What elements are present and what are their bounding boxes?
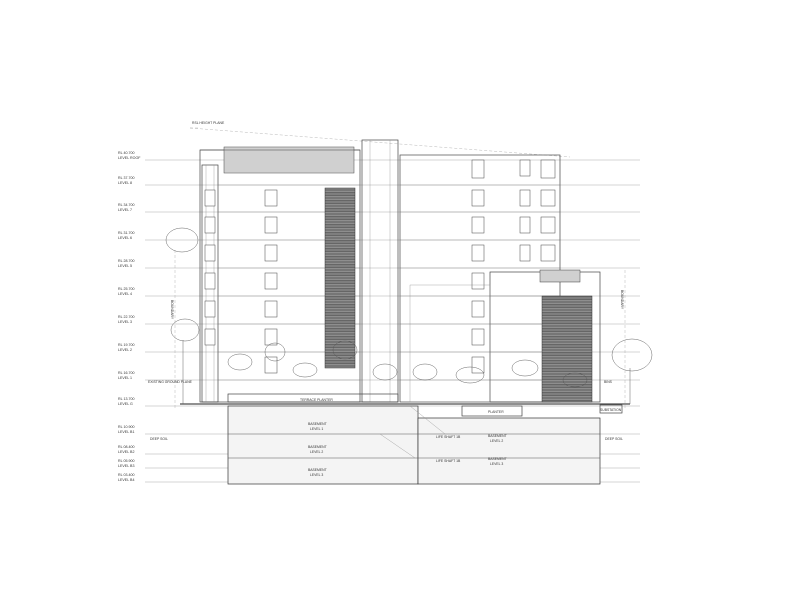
level-name: LEVEL 8 bbox=[118, 181, 132, 185]
bins-label: BINS bbox=[604, 380, 613, 384]
terrace-planter-label: TERRACE PLANTER bbox=[300, 398, 333, 402]
level-rl: RL 05.900 bbox=[118, 459, 134, 463]
basement-line2: LEVEL 2 bbox=[490, 439, 503, 443]
basement-label-1: BASEMENT LEVEL 1 bbox=[308, 422, 327, 431]
basement-label-3: BASEMENT LEVEL 3 bbox=[308, 468, 327, 477]
level-rl: RL 13.700 bbox=[118, 397, 134, 401]
level-name: LEVEL 7 bbox=[118, 208, 132, 212]
level-name: LEVEL B1 bbox=[118, 430, 134, 434]
level-name: LEVEL 1 bbox=[118, 376, 132, 380]
level-5: RL 28.700 LEVEL 5 bbox=[118, 259, 640, 269]
deep-soil-right-label: DEEP SOIL bbox=[605, 437, 623, 441]
central-core bbox=[361, 139, 399, 403]
level-rl: RL 22.700 bbox=[118, 315, 134, 319]
basement-label-2: BASEMENT LEVEL 2 bbox=[308, 445, 327, 454]
level-name: LEVEL B3 bbox=[118, 464, 134, 468]
sub-station-label: SUBSTATION bbox=[600, 408, 622, 412]
right-roof-plant bbox=[539, 269, 581, 283]
level-name: LEVEL 2 bbox=[118, 348, 132, 352]
level-8: RL 37.700 LEVEL 8 bbox=[118, 176, 640, 186]
shaft-label: LIFE SHAFT 1B bbox=[436, 435, 461, 439]
level-rl: RL 25.700 bbox=[118, 287, 134, 291]
height-plane: RSL HEIGHT PLANE bbox=[189, 121, 571, 158]
level-rl: RL 37.700 bbox=[118, 176, 134, 180]
basement-label-5: BASEMENT LEVEL 3 bbox=[488, 457, 507, 466]
basement-line1: BASEMENT bbox=[488, 457, 507, 461]
level-name: LEVEL B2 bbox=[118, 450, 134, 454]
right-tower-windows bbox=[471, 159, 556, 374]
basement: BASEMENT LEVEL 1 BASEMENT LEVEL 2 BASEME… bbox=[150, 405, 623, 485]
level-rl: RL 34.700 bbox=[118, 203, 134, 207]
level-name: LEVEL ROOF bbox=[118, 156, 141, 160]
level-name: LEVEL G bbox=[118, 402, 133, 406]
left-tower bbox=[199, 146, 361, 403]
level-rl: RL 31.700 bbox=[118, 231, 134, 235]
tree-left bbox=[165, 227, 200, 404]
level-6: RL 31.700 LEVEL 6 bbox=[118, 231, 640, 241]
basement-line1: BASEMENT bbox=[308, 422, 327, 426]
deep-soil-left-label: DEEP SOIL bbox=[150, 437, 168, 441]
shaft-label: LIFE SHAFT 1B bbox=[436, 459, 461, 463]
level-name: LEVEL 5 bbox=[118, 264, 132, 268]
basement-line1: BASEMENT bbox=[308, 468, 327, 472]
rooftop-plant-screen bbox=[223, 146, 355, 174]
left-louvre-panel bbox=[324, 187, 356, 369]
tree-right bbox=[611, 338, 653, 404]
basement-label-4: BASEMENT LEVEL 2 bbox=[488, 434, 507, 443]
level-7: RL 34.700 LEVEL 7 bbox=[118, 203, 640, 213]
right-louvre-panel bbox=[541, 295, 593, 403]
planter-label: PLANTER bbox=[488, 410, 504, 414]
podium-planting bbox=[227, 340, 588, 388]
boundary-left: BOUNDARY bbox=[170, 250, 176, 410]
level-rl: RL 16.700 bbox=[118, 371, 134, 375]
existing-ground-label: EXISTING GROUND PLANE bbox=[148, 380, 193, 384]
level-rl: RL 03.400 bbox=[118, 473, 134, 477]
boundary-left-label: BOUNDARY bbox=[170, 300, 174, 320]
level-rl: RL 19.700 bbox=[118, 343, 134, 347]
basement-line2: LEVEL 1 bbox=[310, 427, 323, 431]
level-rl: RL 10.900 bbox=[118, 425, 134, 429]
level-rl: RL 28.700 bbox=[118, 259, 134, 263]
level-4: RL 25.700 LEVEL 4 bbox=[118, 287, 640, 297]
basement-line1: BASEMENT bbox=[308, 445, 327, 449]
right-tower bbox=[399, 154, 601, 403]
basement-line2: LEVEL 3 bbox=[490, 462, 503, 466]
level-name: LEVEL 6 bbox=[118, 236, 132, 240]
basement-line2: LEVEL 2 bbox=[310, 450, 323, 454]
level-rl: RL 08.400 bbox=[118, 445, 134, 449]
boundary-right-label: BOUNDARY bbox=[620, 290, 624, 310]
basement-line1: BASEMENT bbox=[488, 434, 507, 438]
level-name: LEVEL 3 bbox=[118, 320, 132, 324]
ground-podium: TERRACE PLANTER PLANTER SUBSTATION BINS … bbox=[148, 380, 630, 417]
basement-line2: LEVEL 3 bbox=[310, 473, 323, 477]
level-roof: RL 40.700 LEVEL ROOF bbox=[118, 151, 640, 161]
left-tower-windows bbox=[204, 189, 278, 374]
height-plane-label: RSL HEIGHT PLANE bbox=[192, 121, 225, 125]
landscape-trees bbox=[165, 227, 653, 404]
level-rl: RL 40.700 bbox=[118, 151, 134, 155]
level-name: LEVEL B4 bbox=[118, 478, 134, 482]
level-name: LEVEL 4 bbox=[118, 292, 132, 296]
